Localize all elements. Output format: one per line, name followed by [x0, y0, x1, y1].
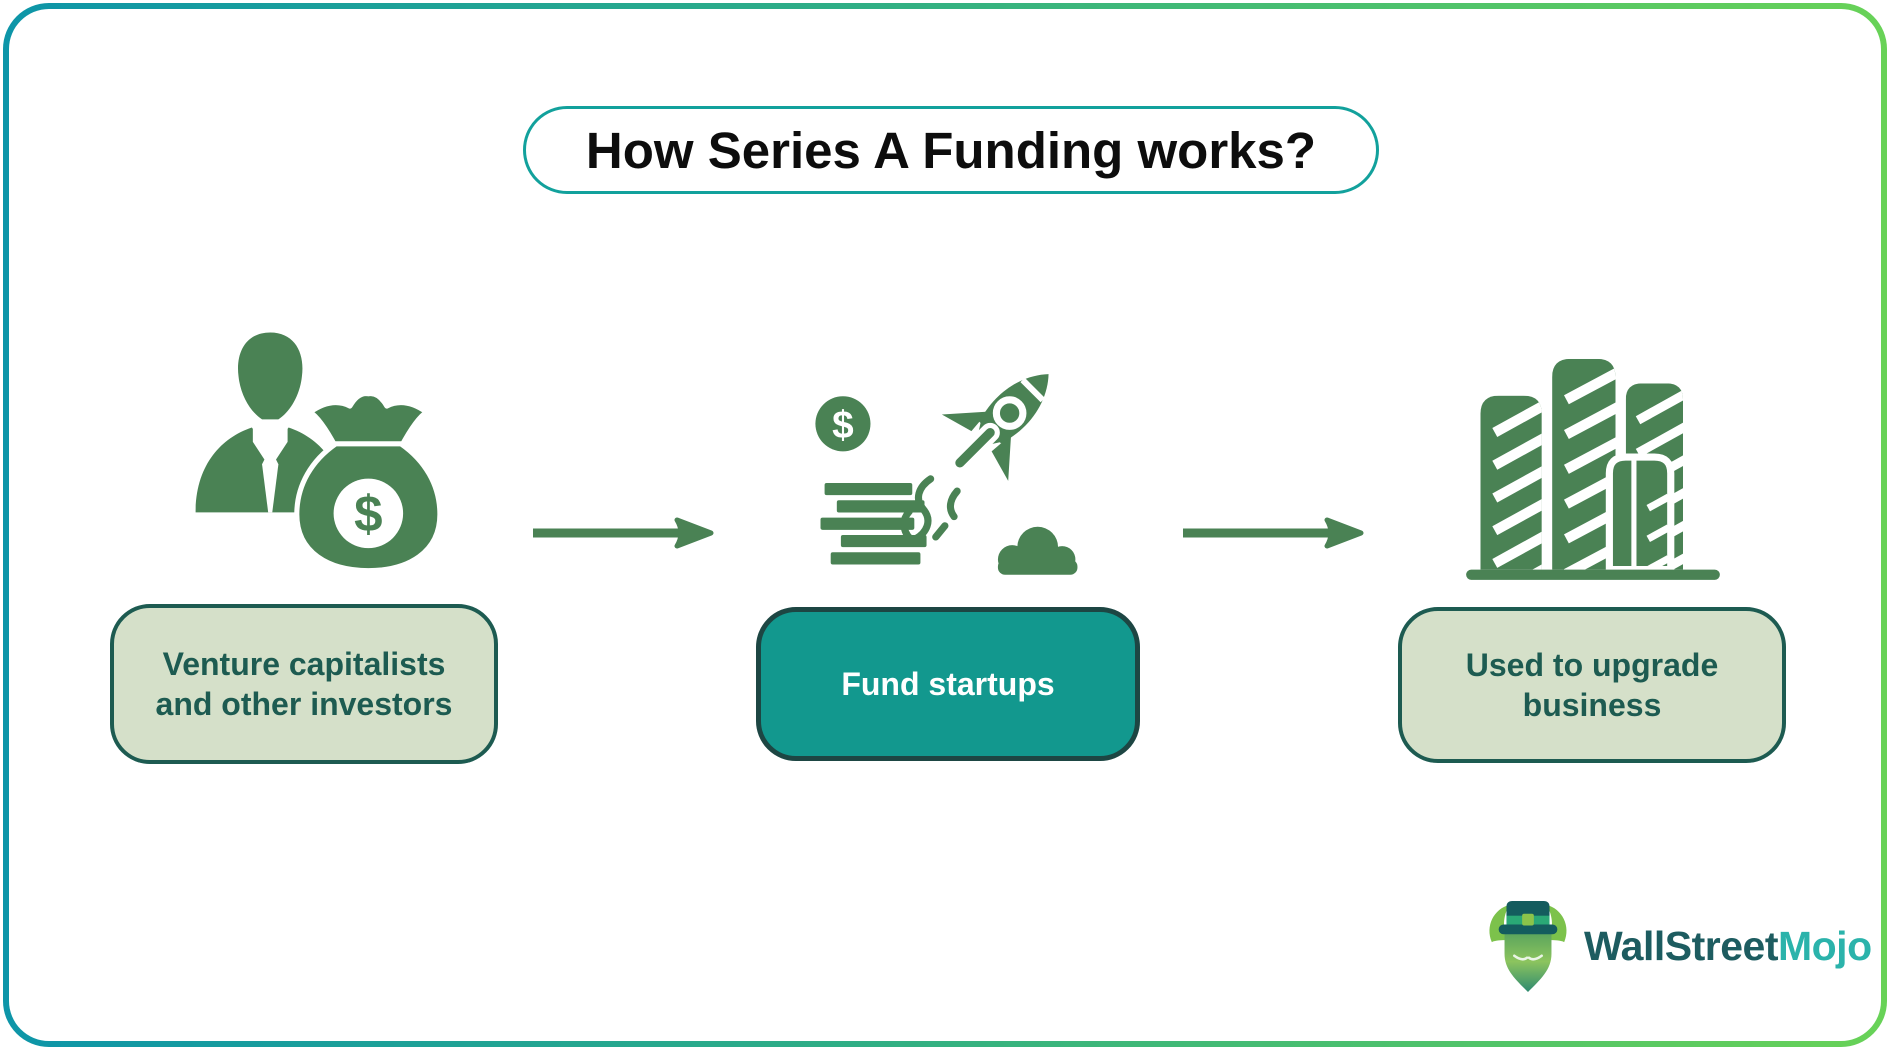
step-label: Used to upgrade business: [1465, 647, 1719, 723]
arrow-right-icon: [533, 517, 714, 549]
step-label: Venture capitalists and other investors: [155, 646, 453, 722]
logo-text-primary: WallStreet: [1584, 922, 1778, 969]
rocket-launch-icon: $: [815, 374, 1078, 575]
arrow-right-icon: [1183, 517, 1364, 549]
page-title: How Series A Funding works?: [585, 121, 1317, 179]
bull-mascot-icon: [1489, 901, 1567, 992]
investor-moneybag-icon: $: [195, 332, 443, 574]
dollar-sign-glyph: $: [354, 485, 382, 542]
page-title-pill: How Series A Funding works?: [523, 106, 1379, 194]
step-box-investors: Venture capitalists and other investors: [110, 604, 498, 764]
dollar-coin-glyph: $: [832, 404, 854, 447]
logo-wordmark: WallStreetMojo: [1584, 923, 1872, 970]
step-box-fund-startups: Fund startups: [756, 607, 1140, 761]
logo-text-secondary: Mojo: [1777, 922, 1872, 969]
city-buildings-icon: [1466, 358, 1720, 580]
wallstreetmojo-logo: WallStreetMojo: [1484, 896, 1872, 996]
step-box-upgrade-business: Used to upgrade business: [1398, 607, 1786, 763]
step-label: Fund startups: [841, 666, 1055, 702]
